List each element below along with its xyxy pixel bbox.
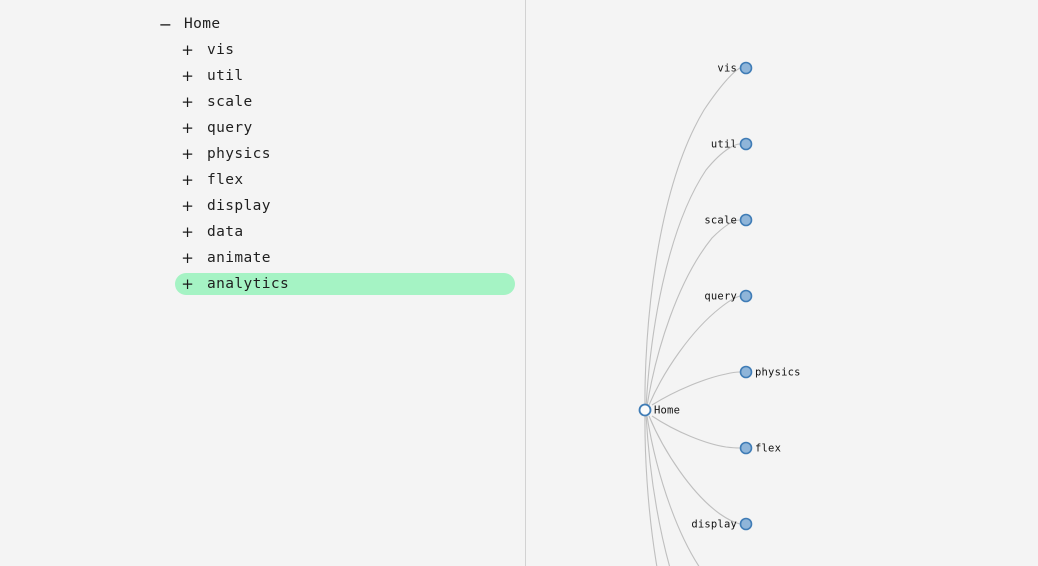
tree-row-animate[interactable]: + animate [175,247,515,269]
graph-node-display[interactable]: display [691,517,753,531]
tree-item-label-scale: scale [207,94,253,110]
graph-edges [644,67,741,566]
tree-item-label-physics: physics [207,146,271,162]
plus-icon[interactable]: + [181,118,194,137]
graph-edge [644,411,658,566]
graph-edge [648,415,741,525]
graph-nodes: vis util scale query physics flex display Home [638,61,801,531]
tree-row-analytics[interactable]: + analytics [175,273,515,295]
tree-item-label-animate: animate [207,250,271,266]
tree-item-label-util: util [207,68,244,84]
graph-edge [645,143,741,409]
tree-item-label-vis: vis [207,42,235,58]
node-label-scale: scale [704,215,737,227]
graph-edge [645,413,671,566]
node-label-display: display [691,519,737,531]
graph-edge [646,415,700,566]
panel-divider [525,0,526,566]
plus-icon[interactable]: + [181,274,194,293]
graph-edge [644,67,741,411]
plus-icon[interactable]: + [181,196,194,215]
node-circle[interactable] [739,213,753,227]
node-circle[interactable] [638,403,652,417]
node-circle[interactable] [739,441,753,455]
plus-icon[interactable]: + [181,170,194,189]
plus-icon[interactable]: + [181,222,194,241]
tree-item-label-data: data [207,224,244,240]
node-label-vis: vis [717,63,737,75]
tree-item-label-display: display [207,198,271,214]
graph-node-physics[interactable]: physics [739,365,801,379]
node-label-physics: physics [755,367,801,379]
node-circle[interactable] [739,61,753,75]
graph-panel: vis util scale query physics flex display Home [526,0,1038,566]
tree-row-query[interactable]: + query [175,117,515,139]
node-circle[interactable] [739,365,753,379]
plus-icon[interactable]: + [181,248,194,267]
tree-row-display[interactable]: + display [175,195,515,217]
node-circle[interactable] [739,517,753,531]
tree-item-label-home: Home [184,16,221,32]
graph-node-vis[interactable]: vis [717,61,753,75]
graph-edge [648,295,741,406]
node-circle[interactable] [739,137,753,151]
plus-icon[interactable]: + [181,40,194,59]
graph-node-scale[interactable]: scale [704,213,753,227]
graph-edge [651,371,741,406]
tree-row-util[interactable]: + util [175,65,515,87]
plus-icon[interactable]: + [181,144,194,163]
tree-row-flex[interactable]: + flex [175,169,515,191]
minus-icon[interactable]: − [158,14,173,34]
node-label-home: Home [654,405,680,417]
graph-node-util[interactable]: util [711,137,753,151]
node-label-util: util [711,139,737,151]
node-label-flex: flex [755,443,781,455]
tree-row-data[interactable]: + data [175,221,515,243]
node-circle[interactable] [739,289,753,303]
graph-node-flex[interactable]: flex [739,441,782,455]
tree-item-label-query: query [207,120,253,136]
plus-icon[interactable]: + [181,92,194,111]
tree-item-label-flex: flex [207,172,244,188]
plus-icon[interactable]: + [181,66,194,85]
tree-panel: − Home + vis + util + scale + query + ph… [158,13,515,295]
graph-edge [651,415,741,449]
tree-row-scale[interactable]: + scale [175,91,515,113]
graph-node-query[interactable]: query [704,289,753,303]
tree-item-label-analytics: analytics [207,276,290,292]
node-label-query: query [704,291,737,303]
tree-row-physics[interactable]: + physics [175,143,515,165]
graph-edge [646,219,741,407]
tree-row-vis[interactable]: + vis [175,39,515,61]
graph-node-home[interactable]: Home [638,403,681,417]
node-link-graph[interactable]: vis util scale query physics flex display Home [526,0,1038,566]
tree-row-home[interactable]: − Home [158,13,221,35]
